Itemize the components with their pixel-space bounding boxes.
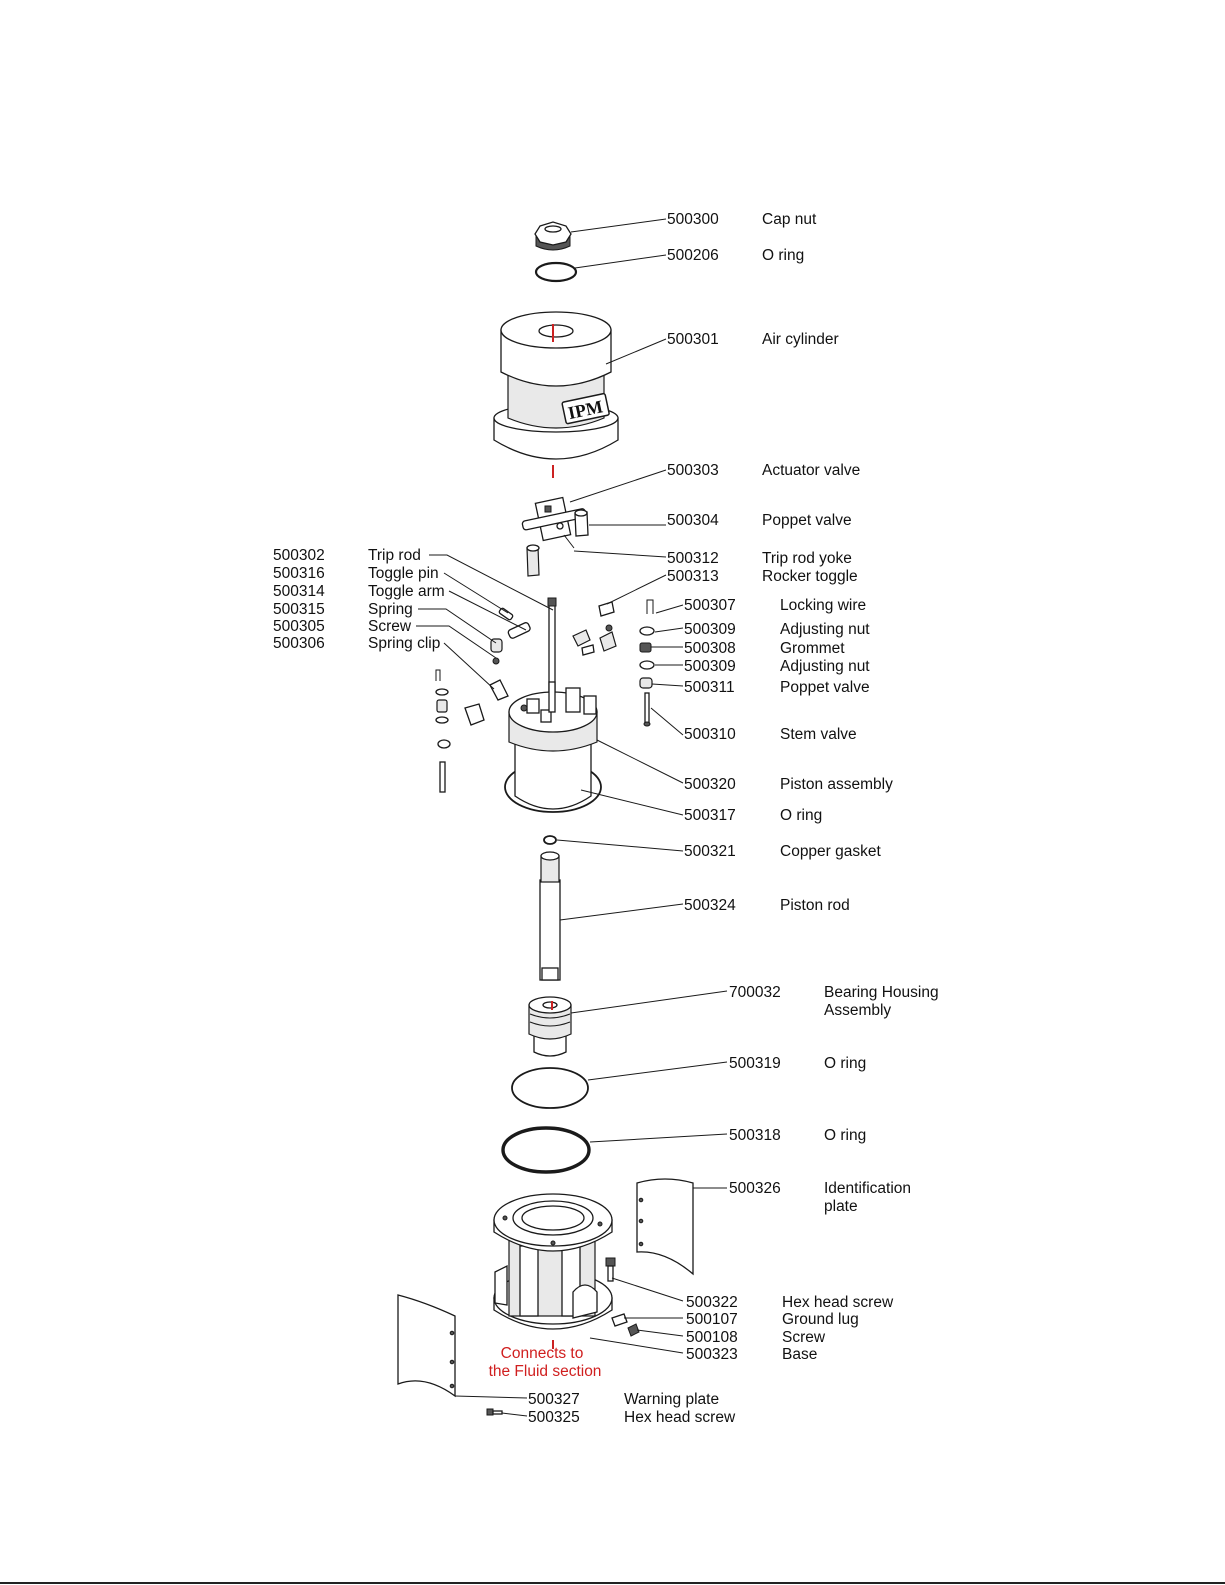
stem-valve-stack-drawing: [639, 599, 655, 727]
part-number-500320: 500320: [684, 776, 736, 793]
warning-plate-drawing: [397, 1294, 456, 1398]
bearing-housing-drawing: [528, 996, 572, 1057]
part-name-poppet-valve-500311: Poppet valve: [780, 679, 870, 696]
part-name-o-ring-500318: O ring: [824, 1127, 866, 1144]
part-number-500317: 500317: [684, 807, 736, 824]
part-name-piston-assembly: Piston assembly: [780, 776, 893, 793]
actuator-valve-drawing: [521, 496, 589, 577]
part-number-500311: 500311: [684, 679, 735, 696]
part-name-adjusting-nut-lower: Adjusting nut: [780, 658, 870, 675]
part-number-500323: 500323: [686, 1346, 738, 1363]
part-number-500312: 500312: [667, 550, 719, 567]
part-number-500321: 500321: [684, 843, 736, 860]
part-number-700032: 700032: [729, 984, 781, 1001]
part-name-cap-nut: Cap nut: [762, 211, 817, 228]
alignment-marks: [551, 324, 554, 1349]
part-number-500327: 500327: [528, 1391, 580, 1408]
piston-rod-drawing: [539, 851, 561, 981]
part-number-500108: 500108: [686, 1329, 738, 1346]
base-drawing: [493, 1193, 613, 1330]
part-number-500307: 500307: [684, 597, 736, 614]
part-name-screw-500108: Screw: [782, 1329, 826, 1346]
part-name-o-ring-500319: O ring: [824, 1055, 866, 1072]
part-number-500304: 500304: [667, 512, 719, 529]
piston-assembly-drawing: [504, 681, 602, 813]
part-number-500315: 500315: [273, 601, 325, 618]
part-number-500324: 500324: [684, 897, 736, 914]
part-name-warning-plate: Warning plate: [624, 1391, 719, 1408]
part-name-grommet: Grommet: [780, 640, 845, 657]
identification-plate-drawing: [636, 1178, 694, 1276]
part-number-500314: 500314: [273, 583, 325, 600]
part-name-poppet-valve-500304: Poppet valve: [762, 512, 852, 529]
part-name-identification-line1: Identification: [824, 1180, 911, 1197]
part-name-screw-500305: Screw: [368, 618, 412, 635]
part-number-500313: 500313: [667, 568, 719, 585]
part-number-500305: 500305: [273, 618, 325, 635]
base-screws-drawing: [605, 1257, 640, 1337]
part-number-500310: 500310: [684, 726, 736, 743]
part-name-piston-rod: Piston rod: [780, 897, 850, 914]
part-name-copper-gasket: Copper gasket: [780, 843, 882, 860]
part-number-500316: 500316: [273, 565, 325, 582]
air-cylinder-drawing: IPM: [493, 311, 619, 460]
part-name-locking-wire: Locking wire: [780, 597, 866, 614]
part-name-toggle-pin: Toggle pin: [368, 565, 439, 582]
spare-valve-stack-drawing: [435, 669, 485, 793]
part-name-toggle-arm: Toggle arm: [368, 583, 445, 600]
part-number-500326: 500326: [729, 1180, 781, 1197]
part-name-stem-valve: Stem valve: [780, 726, 857, 743]
part-number-500302: 500302: [273, 547, 325, 564]
copper-gasket-drawing: [543, 835, 557, 845]
part-name-adjusting-nut-upper: Adjusting nut: [780, 621, 870, 638]
part-labels: 500300 Cap nut 500206 O ring 500301 Air …: [273, 211, 939, 1426]
hex-screw-500325-drawing: [486, 1408, 503, 1416]
part-number-500309-lower: 500309: [684, 658, 736, 675]
part-number-500306: 500306: [273, 635, 325, 652]
part-name-air-cylinder: Air cylinder: [762, 331, 839, 348]
cap-nut-drawing: [534, 221, 572, 251]
part-name-o-ring-500206: O ring: [762, 247, 804, 264]
o-ring-500319-drawing: [511, 1067, 589, 1109]
leader-lines: [416, 218, 728, 1417]
part-number-500322: 500322: [686, 1294, 738, 1311]
o-ring-500206-drawing: [534, 261, 578, 283]
part-number-500303: 500303: [667, 462, 719, 479]
toggle-parts-drawing: [489, 601, 617, 701]
part-name-hex-head-screw-500322: Hex head screw: [782, 1294, 894, 1311]
part-name-trip-rod: Trip rod: [368, 547, 421, 564]
part-number-500308: 500308: [684, 640, 736, 657]
part-name-rocker-toggle: Rocker toggle: [762, 568, 858, 585]
part-name-spring-clip: Spring clip: [368, 635, 440, 652]
part-number-500107: 500107: [686, 1311, 738, 1328]
part-name-hex-head-screw-500325: Hex head screw: [624, 1409, 736, 1426]
part-number-500301: 500301: [667, 331, 719, 348]
part-number-500206: 500206: [667, 247, 719, 264]
part-name-ground-lug: Ground lug: [782, 1311, 859, 1328]
part-name-base: Base: [782, 1346, 817, 1363]
part-number-500325: 500325: [528, 1409, 580, 1426]
part-name-bearing-housing-line2: Assembly: [824, 1002, 891, 1019]
part-name-identification-line2: plate: [824, 1198, 858, 1215]
page-bottom-rule: [0, 1582, 1225, 1584]
part-name-bearing-housing-line1: Bearing Housing: [824, 984, 939, 1001]
part-number-500318: 500318: [729, 1127, 781, 1144]
part-name-trip-rod-yoke: Trip rod yoke: [762, 550, 852, 567]
part-name-spring: Spring: [368, 601, 413, 618]
part-name-o-ring-500317: O ring: [780, 807, 822, 824]
o-ring-500318-drawing: [501, 1126, 591, 1174]
part-number-500319: 500319: [729, 1055, 781, 1072]
part-number-500300: 500300: [667, 211, 719, 228]
part-number-500309-upper: 500309: [684, 621, 736, 638]
part-name-actuator-valve: Actuator valve: [762, 462, 860, 479]
fluid-section-note-line1: Connects to: [501, 1345, 584, 1362]
fluid-section-note-line2: the Fluid section: [489, 1363, 602, 1380]
